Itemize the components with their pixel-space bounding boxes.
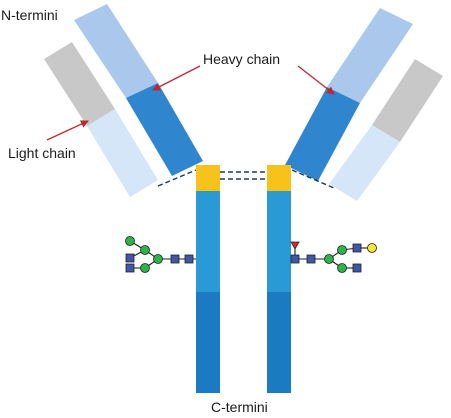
right-hinge-region bbox=[267, 165, 291, 191]
glcnac-square bbox=[170, 254, 180, 264]
label-arrows bbox=[46, 65, 335, 141]
glcnac-square bbox=[125, 263, 135, 273]
glcnac-square bbox=[352, 243, 362, 253]
left-heavy-chain-fc bbox=[196, 165, 220, 393]
glcnac-square bbox=[184, 254, 194, 264]
right-heavy-chain-variable-domain bbox=[327, 8, 413, 103]
galactose-circle bbox=[367, 243, 377, 253]
right-light-chain-variable-domain bbox=[372, 59, 443, 142]
n-termini-label: N-termini bbox=[1, 7, 58, 23]
left-hinge-region bbox=[196, 165, 220, 191]
left-ch2-domain bbox=[196, 191, 220, 292]
glcnac-square bbox=[306, 254, 316, 264]
mannose-circle bbox=[337, 263, 347, 273]
mannose-circle bbox=[140, 245, 150, 255]
left-heavy-chain-ch1-domain bbox=[126, 83, 203, 176]
right-heavy-chain-fc bbox=[267, 165, 291, 393]
right-light-chain-constant-domain bbox=[329, 125, 400, 201]
heavy-chain-arrow-right bbox=[297, 65, 335, 95]
n-glycan-icon bbox=[125, 236, 196, 273]
left-fab-arm bbox=[44, 4, 203, 197]
right-heavy-chain-ch1-domain bbox=[285, 87, 360, 181]
light-chain-label: Light chain bbox=[8, 145, 76, 161]
heavy-chain-label: Heavy chain bbox=[203, 51, 280, 67]
left-light-chain-variable-domain bbox=[44, 42, 115, 126]
disulfide-bonds bbox=[157, 169, 335, 189]
mannose-circle bbox=[140, 263, 150, 273]
left-heavy-chain-variable-domain bbox=[74, 4, 158, 98]
glcnac-square bbox=[125, 253, 135, 263]
left-light-heavy-disulfide bbox=[157, 169, 197, 187]
glcnac-square bbox=[290, 254, 300, 264]
glcnac-square bbox=[352, 263, 362, 273]
right-ch3-domain bbox=[267, 292, 291, 393]
light-chain-arrow bbox=[46, 120, 89, 141]
left-light-chain-constant-domain bbox=[87, 109, 158, 197]
mannose-circle bbox=[337, 245, 347, 255]
heavy-chain-arrow-left bbox=[152, 65, 201, 91]
fucosylated-n-glycan-icon bbox=[290, 241, 377, 273]
mannose-circle bbox=[153, 254, 163, 264]
mannose-circle bbox=[125, 236, 135, 246]
c-termini-label: C-termini bbox=[211, 399, 268, 415]
mannose-circle bbox=[324, 254, 334, 264]
left-ch3-domain bbox=[196, 292, 220, 393]
right-ch2-domain bbox=[267, 191, 291, 292]
right-fab-arm bbox=[285, 8, 443, 201]
fucose-triangle bbox=[290, 241, 300, 250]
